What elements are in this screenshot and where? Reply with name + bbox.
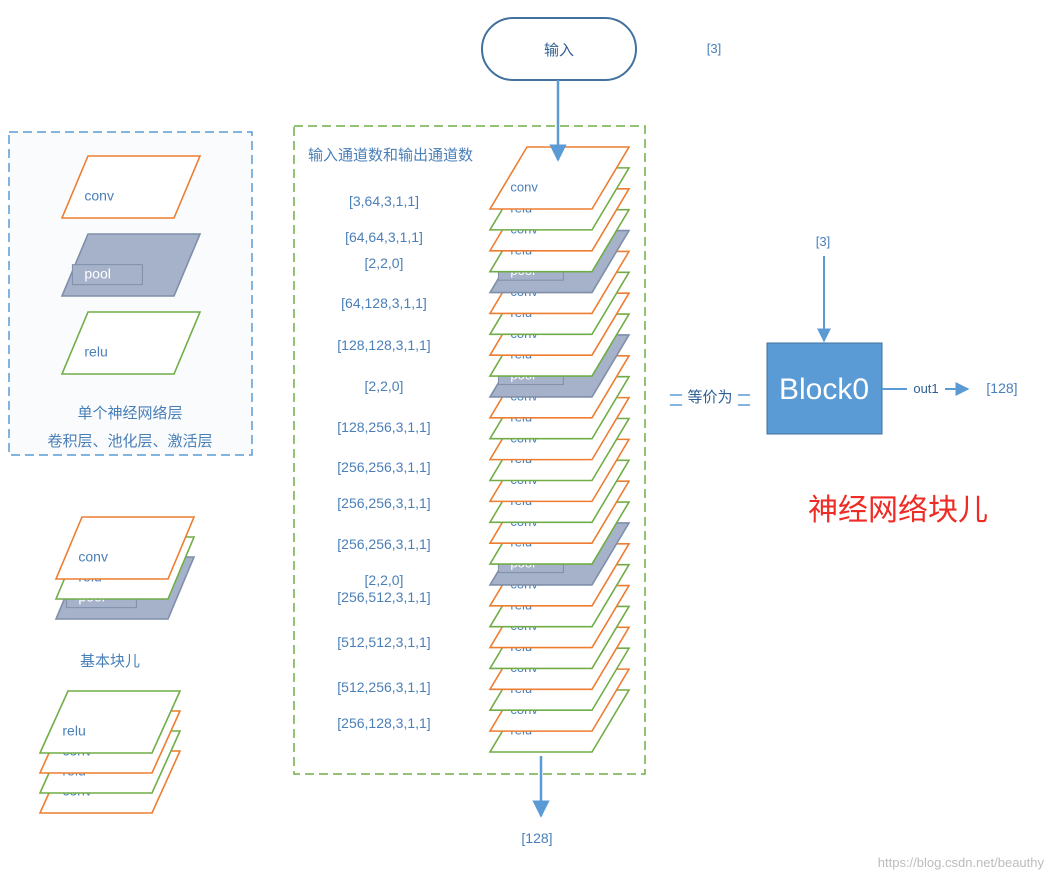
block-caption: 神经网络块儿 — [808, 494, 988, 527]
pool-label-frame — [71, 264, 143, 286]
legend-caption-line1: 单个神经网络层 — [77, 405, 182, 422]
network-conv-layer: conv — [488, 146, 631, 210]
basic-block-caption: 基本块儿 — [80, 653, 140, 670]
param-labels: [3,64,3,1,1] [64,64,3,1,1] [2,2,0] [64,128,… — [337, 193, 430, 731]
param-label: [128,128,3,1,1] — [337, 337, 430, 353]
conv-layer-shape — [60, 155, 202, 219]
param-label: [2,2,0] — [365, 255, 404, 271]
param-label: [3,64,3,1,1] — [349, 193, 419, 209]
watermark: https://blog.csdn.net/beauthy — [878, 855, 1045, 870]
input-shape-label: [3] — [707, 41, 721, 56]
relu-layer-label: relu — [62, 723, 85, 739]
param-label: [512,512,3,1,1] — [337, 634, 430, 650]
block0-label: Block0 — [779, 373, 869, 406]
block0-node — [766, 342, 883, 435]
param-label: [512,256,3,1,1] — [337, 679, 430, 695]
param-label: [256,256,3,1,1] — [337, 459, 430, 475]
conv-layer-label: conv — [510, 180, 538, 195]
block-output-shape: [128] — [986, 380, 1017, 396]
param-label: [256,256,3,1,1] — [337, 536, 430, 552]
network-layer-stack: reluconvreluconvreluconvreluconvpoolrelu… — [488, 146, 631, 753]
equivalence-label: 等价为 — [687, 388, 732, 406]
conv-layer-shape — [488, 146, 631, 210]
relu-layer-shape — [38, 690, 182, 754]
legend-pool-layer: pool — [60, 233, 202, 297]
block-input-shape: [3] — [816, 234, 830, 249]
basic-block-stack: poolreluconv — [54, 516, 196, 620]
param-label: [2,2,0] — [365, 378, 404, 394]
legend-layers: conv pool relu — [60, 155, 202, 375]
param-label: [256,128,3,1,1] — [337, 715, 430, 731]
conv-layer-label: conv — [78, 549, 108, 565]
bottom-relu-layer: relu — [38, 690, 182, 754]
network-box — [293, 125, 646, 775]
param-label: [2,2,0] — [365, 572, 404, 588]
basic-conv-layer: conv — [54, 516, 196, 580]
network-box-title: 输入通道数和输出通道数 — [308, 147, 473, 164]
block-output-label-bg — [907, 380, 945, 396]
conv-layer-label: conv — [84, 188, 114, 204]
param-label: [128,256,3,1,1] — [337, 419, 430, 435]
param-label: [256,256,3,1,1] — [337, 495, 430, 511]
pool-layer-label: pool — [84, 266, 110, 282]
block-output-label: out1 — [913, 381, 938, 396]
legend-relu-layer: relu — [60, 311, 202, 375]
bottom-layer-stack: convreluconvrelu — [38, 690, 182, 814]
param-label: [64,128,3,1,1] — [341, 295, 427, 311]
legend-conv-layer: conv — [60, 155, 202, 219]
relu-layer-label: relu — [84, 344, 107, 360]
equivalence-label-bg — [682, 388, 738, 408]
network-output-shape: [128] — [521, 830, 552, 846]
conv-layer-shape — [54, 516, 196, 580]
input-node-label: 输入 — [544, 42, 574, 59]
legend-caption-line2: 卷积层、池化层、激活层 — [47, 433, 212, 450]
param-label: [64,64,3,1,1] — [345, 229, 423, 245]
param-label: [256,512,3,1,1] — [337, 589, 430, 605]
relu-layer-shape — [60, 311, 202, 375]
